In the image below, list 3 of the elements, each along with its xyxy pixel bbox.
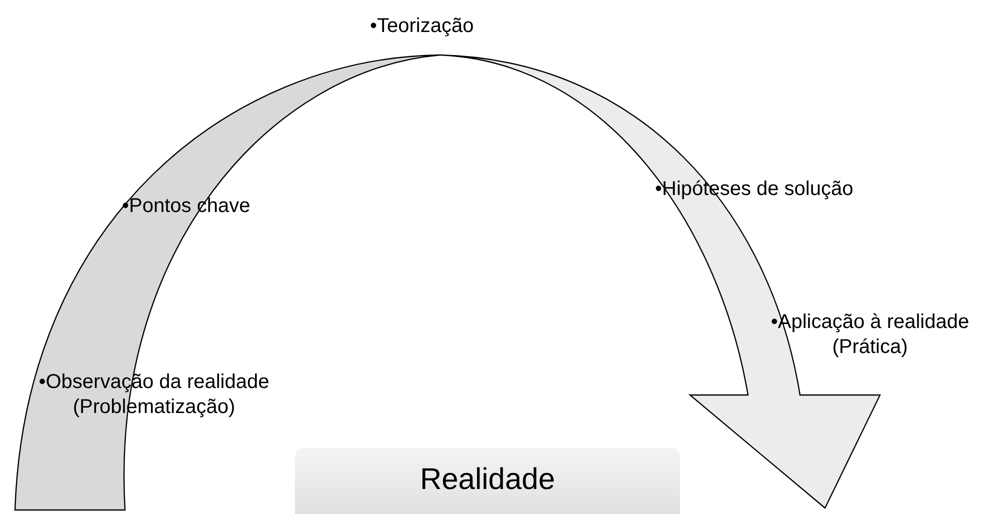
reality-box bbox=[295, 448, 680, 514]
stage-label: •Teorização bbox=[370, 14, 474, 39]
box-title: Realidade bbox=[420, 463, 556, 497]
